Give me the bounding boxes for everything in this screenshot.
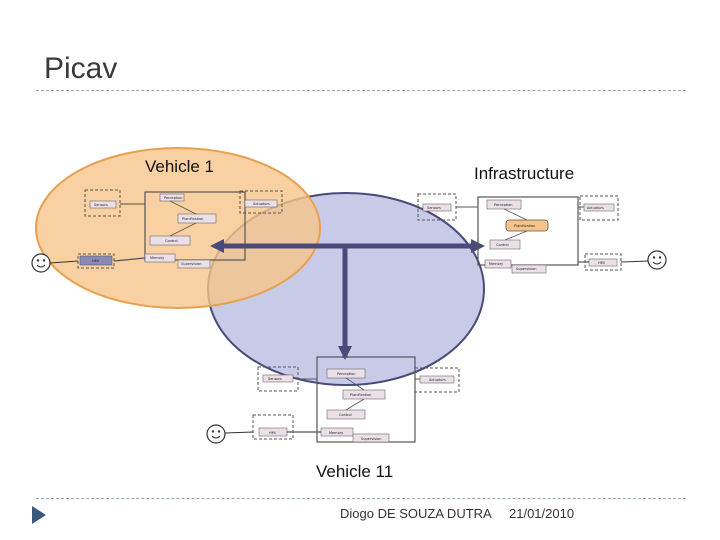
v1-control-label: Control bbox=[165, 239, 178, 243]
v1-supervision-module bbox=[177, 259, 211, 269]
v1-user-icon bbox=[31, 253, 51, 273]
v11-perception-link bbox=[345, 377, 365, 391]
v11-hmi-label: HMI bbox=[269, 431, 276, 435]
v1-sensors-label: Sensors bbox=[94, 203, 108, 207]
footer-author: Diogo DE SOUZA DUTRA bbox=[340, 506, 492, 521]
v1-planification-module bbox=[177, 213, 217, 224]
infra-planification-link bbox=[504, 230, 528, 241]
infra-perception-label: Perception bbox=[494, 203, 513, 207]
v1-perception-module bbox=[159, 193, 185, 202]
v1-hmi-module bbox=[79, 255, 113, 266]
infra-hmi-label: HMI bbox=[598, 261, 605, 265]
v1-perception-label: Perception bbox=[164, 196, 183, 200]
infra-actuators-frame bbox=[579, 195, 619, 221]
v11-planification-label: Planification bbox=[350, 393, 371, 397]
v11-supervision-module bbox=[352, 433, 390, 443]
v11-supervision-label: Supervision bbox=[361, 437, 381, 441]
v11-control-label: Control bbox=[339, 413, 352, 417]
v11-sensors-label: Sensors bbox=[268, 377, 282, 381]
vehicle1-architecture: Sensors Perception Actuators Planificati… bbox=[77, 189, 283, 269]
v1-hmi-link bbox=[113, 257, 146, 262]
v1-actuators-frame bbox=[239, 190, 283, 214]
infrastructure-title: Infrastructure bbox=[474, 164, 575, 183]
infra-user-link bbox=[620, 260, 649, 263]
v11-memory-label: Memory bbox=[329, 431, 343, 435]
title-divider bbox=[36, 90, 686, 91]
v1-sensors-module bbox=[89, 200, 117, 209]
infra-user-icon bbox=[647, 250, 667, 270]
v11-sensors-module bbox=[262, 374, 294, 383]
v1-planification-link bbox=[169, 222, 197, 237]
infra-supervision-module bbox=[511, 264, 547, 274]
slide-title: Picav bbox=[44, 52, 118, 85]
vehicle11-title: Vehicle 11 bbox=[316, 462, 394, 481]
v11-perception-label: Perception bbox=[337, 372, 356, 376]
infra-supervision-label: Supervision bbox=[516, 267, 536, 271]
v11-actuators-frame bbox=[414, 367, 460, 393]
v11-hmi-frame bbox=[252, 414, 294, 440]
infra-memory-module bbox=[484, 259, 512, 269]
infra-planification-label: Planification bbox=[514, 224, 535, 228]
footer-divider bbox=[36, 498, 686, 499]
infra-sensors-label: Sensors bbox=[427, 206, 441, 210]
v1-perception-link bbox=[169, 200, 197, 215]
infra-memory-label: Memory bbox=[489, 262, 503, 266]
v1-planification-label: Planification bbox=[182, 217, 203, 221]
v1-hmi-label: HMI bbox=[92, 259, 99, 263]
v11-actuators-label: Actuators bbox=[429, 378, 446, 382]
v1-actuators-label: Actuators bbox=[253, 202, 270, 206]
v1-user-link bbox=[49, 260, 79, 264]
footer-date: 21/01/2010 bbox=[509, 506, 575, 521]
v1-sensors-frame bbox=[84, 189, 121, 217]
v1-supervision-label: Supervision bbox=[181, 262, 201, 266]
vehicle11-architecture: Sensors Perception Actuators Planificati… bbox=[252, 356, 460, 443]
infra-sensors-module bbox=[422, 203, 452, 212]
v1-memory-label: Memory bbox=[150, 256, 164, 260]
infrastructure-architecture: Sensors Perception Actuators Planificati… bbox=[417, 193, 622, 274]
vehicle1-title: Vehicle 1 bbox=[145, 157, 214, 176]
infra-actuators-label: Actuators bbox=[587, 206, 604, 210]
v1-actuators-module bbox=[244, 199, 278, 208]
next-slide-arrow-icon[interactable] bbox=[30, 504, 48, 526]
v11-planification-link bbox=[345, 398, 365, 411]
infra-perception-link bbox=[503, 208, 528, 221]
v11-user-link bbox=[224, 431, 254, 434]
infra-control-label: Control bbox=[496, 243, 509, 247]
v11-user-icon bbox=[206, 424, 226, 444]
